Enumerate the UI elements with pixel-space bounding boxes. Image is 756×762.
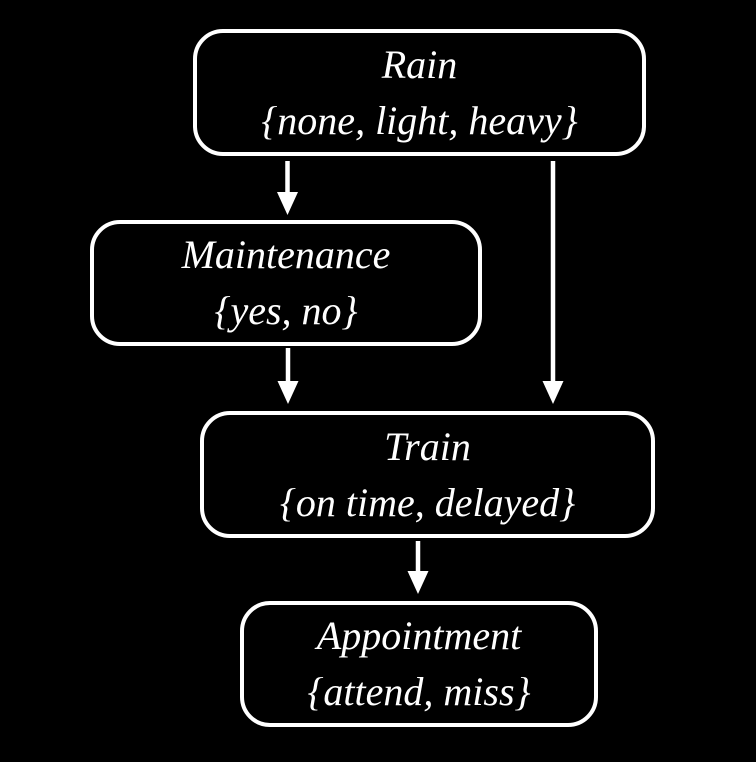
- node-appointment-domain: {attend, miss}: [307, 669, 531, 714]
- node-maintenance: Maintenance {yes, no}: [90, 220, 482, 346]
- edge-maintenance-to-train-arrow: [277, 348, 299, 404]
- node-maintenance-title: Maintenance: [181, 232, 391, 277]
- node-train-title: Train: [384, 423, 471, 469]
- node-train: Train {on time, delayed}: [200, 411, 655, 538]
- edge-rain-to-maintenance-arrow: [277, 161, 298, 215]
- node-rain-domain: {none, light, heavy}: [261, 97, 578, 143]
- node-rain-title: Rain: [381, 41, 458, 87]
- edge-rain-to-train-arrow: [542, 161, 564, 404]
- node-rain: Rain {none, light, heavy}: [193, 29, 646, 156]
- edge-train-to-appointment-arrow: [407, 541, 429, 594]
- node-train-domain: {on time, delayed}: [279, 479, 576, 525]
- node-maintenance-domain: {yes, no}: [214, 288, 358, 333]
- node-appointment-title: Appointment: [316, 613, 522, 658]
- node-appointment: Appointment {attend, miss}: [240, 601, 598, 727]
